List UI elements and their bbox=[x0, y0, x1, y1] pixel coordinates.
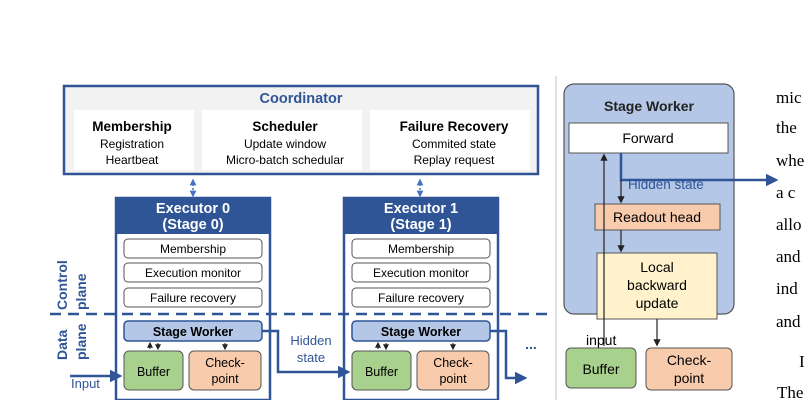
executor-0-recovery-box bbox=[123, 287, 263, 308]
failure-recovery-line: Commited state bbox=[412, 137, 496, 151]
executor-0-membership: Membership bbox=[160, 242, 226, 256]
failure-recovery-heading: Failure Recovery bbox=[400, 119, 509, 134]
executor-1-membership-box bbox=[351, 238, 491, 259]
detail-title: Stage Worker bbox=[604, 98, 695, 114]
side-text-line: The bbox=[777, 383, 803, 400]
scheduler-heading: Scheduler bbox=[252, 119, 318, 134]
executor-0-checkpoint bbox=[188, 350, 262, 391]
executor-1-buffer bbox=[351, 350, 412, 391]
side-text-line: ind bbox=[776, 279, 798, 298]
executor-0-buffer bbox=[123, 350, 184, 391]
executor-0-execution-monitor: Execution monitor bbox=[145, 266, 241, 280]
hidden-state-arrow bbox=[262, 329, 351, 379]
readout-head-box bbox=[594, 203, 721, 231]
detail-checkpoint-label: point bbox=[674, 370, 704, 386]
detail-buffer bbox=[565, 347, 637, 389]
executor-1-checkpoint-label: point bbox=[439, 372, 467, 386]
executor-1-membership: Membership bbox=[388, 242, 454, 256]
local-update-box bbox=[596, 252, 718, 320]
executor-0: Executor 0 (Stage 0) Membership Executio… bbox=[114, 196, 272, 400]
executor-0-membership-box bbox=[123, 238, 263, 259]
data-plane-label: Data bbox=[54, 329, 70, 360]
executor-0-failure-recovery: Failure recovery bbox=[150, 291, 236, 305]
failure-recovery-section bbox=[370, 110, 530, 170]
hidden-state-label: state bbox=[297, 350, 325, 365]
membership-section bbox=[74, 110, 194, 170]
executor-1: Executor 1 (Stage 1) Membership Executio… bbox=[342, 196, 500, 400]
executor-1-stage-worker-label: Stage Worker bbox=[381, 325, 461, 339]
side-text-line: whe bbox=[776, 151, 804, 170]
side-text-line: a c bbox=[776, 183, 796, 202]
membership-heading: Membership bbox=[92, 119, 172, 134]
executor-0-checkpoint-label: point bbox=[211, 372, 239, 386]
input-label: Input bbox=[71, 376, 100, 391]
membership-line: Heartbeat bbox=[106, 153, 159, 167]
side-paragraph: mic the whe a c allo and ind and I The bbox=[776, 88, 805, 400]
control-plane-label: Control bbox=[54, 260, 70, 310]
failure-recovery-line: Replay request bbox=[414, 153, 495, 167]
side-text-line: and bbox=[776, 312, 801, 331]
side-text-line: allo bbox=[776, 215, 802, 234]
readout-head-label: Readout head bbox=[613, 209, 701, 225]
detail-checkpoint bbox=[645, 347, 733, 391]
detail-checkpoint-label: Check- bbox=[667, 352, 712, 368]
stage-worker-detail: Stage Worker Forward Hidden state Readou… bbox=[563, 83, 779, 391]
next-stage-arrow bbox=[490, 329, 528, 385]
detail-buffer-label: Buffer bbox=[582, 361, 619, 377]
executor-1-recovery-box bbox=[351, 287, 491, 308]
executor-0-title: Executor 0 bbox=[156, 201, 230, 217]
side-text-line: mic bbox=[776, 88, 802, 107]
forward-label: Forward bbox=[622, 130, 673, 146]
executor-1-checkpoint bbox=[416, 350, 490, 391]
executor-1-failure-recovery: Failure recovery bbox=[378, 291, 464, 305]
executor-0-checkpoint-label: Check- bbox=[205, 356, 245, 370]
executor-1-execution-monitor: Execution monitor bbox=[373, 266, 469, 280]
membership-line: Registration bbox=[100, 137, 164, 151]
side-text-line: I bbox=[799, 352, 805, 371]
continuation-ellipsis: ... bbox=[525, 336, 537, 352]
input-detail-label: input bbox=[586, 332, 616, 348]
control-plane-label: plane bbox=[73, 273, 89, 310]
executor-0-subtitle: (Stage 0) bbox=[162, 217, 223, 233]
executor-0-monitor-box bbox=[123, 262, 263, 283]
hidden-state-label: Hidden bbox=[290, 333, 331, 348]
data-plane-label: plane bbox=[73, 323, 89, 360]
scheduler-line: Update window bbox=[244, 137, 326, 151]
local-update-label: update bbox=[636, 295, 679, 311]
executor-0-buffer-label: Buffer bbox=[137, 365, 170, 379]
executor-1-buffer-label: Buffer bbox=[365, 365, 398, 379]
coordinator-title: Coordinator bbox=[260, 91, 343, 107]
executor-1-title: Executor 1 bbox=[384, 201, 458, 217]
plane-labels: Control plane Data plane bbox=[54, 260, 89, 360]
executor-1-checkpoint-label: Check- bbox=[433, 356, 473, 370]
side-text-line: and bbox=[776, 247, 801, 266]
scheduler-section bbox=[202, 110, 362, 170]
executor-1-subtitle: (Stage 1) bbox=[390, 217, 451, 233]
forward-box bbox=[568, 122, 729, 154]
side-text-line: the bbox=[776, 118, 797, 137]
scheduler-line: Micro-batch schedular bbox=[226, 153, 344, 167]
executor-1-monitor-box bbox=[351, 262, 491, 283]
local-update-label: backward bbox=[627, 277, 687, 293]
coordinator-panel: Coordinator Membership Registration Hear… bbox=[62, 84, 540, 176]
executor-0-stage-worker-label: Stage Worker bbox=[153, 325, 233, 339]
local-update-label: Local bbox=[640, 259, 673, 275]
